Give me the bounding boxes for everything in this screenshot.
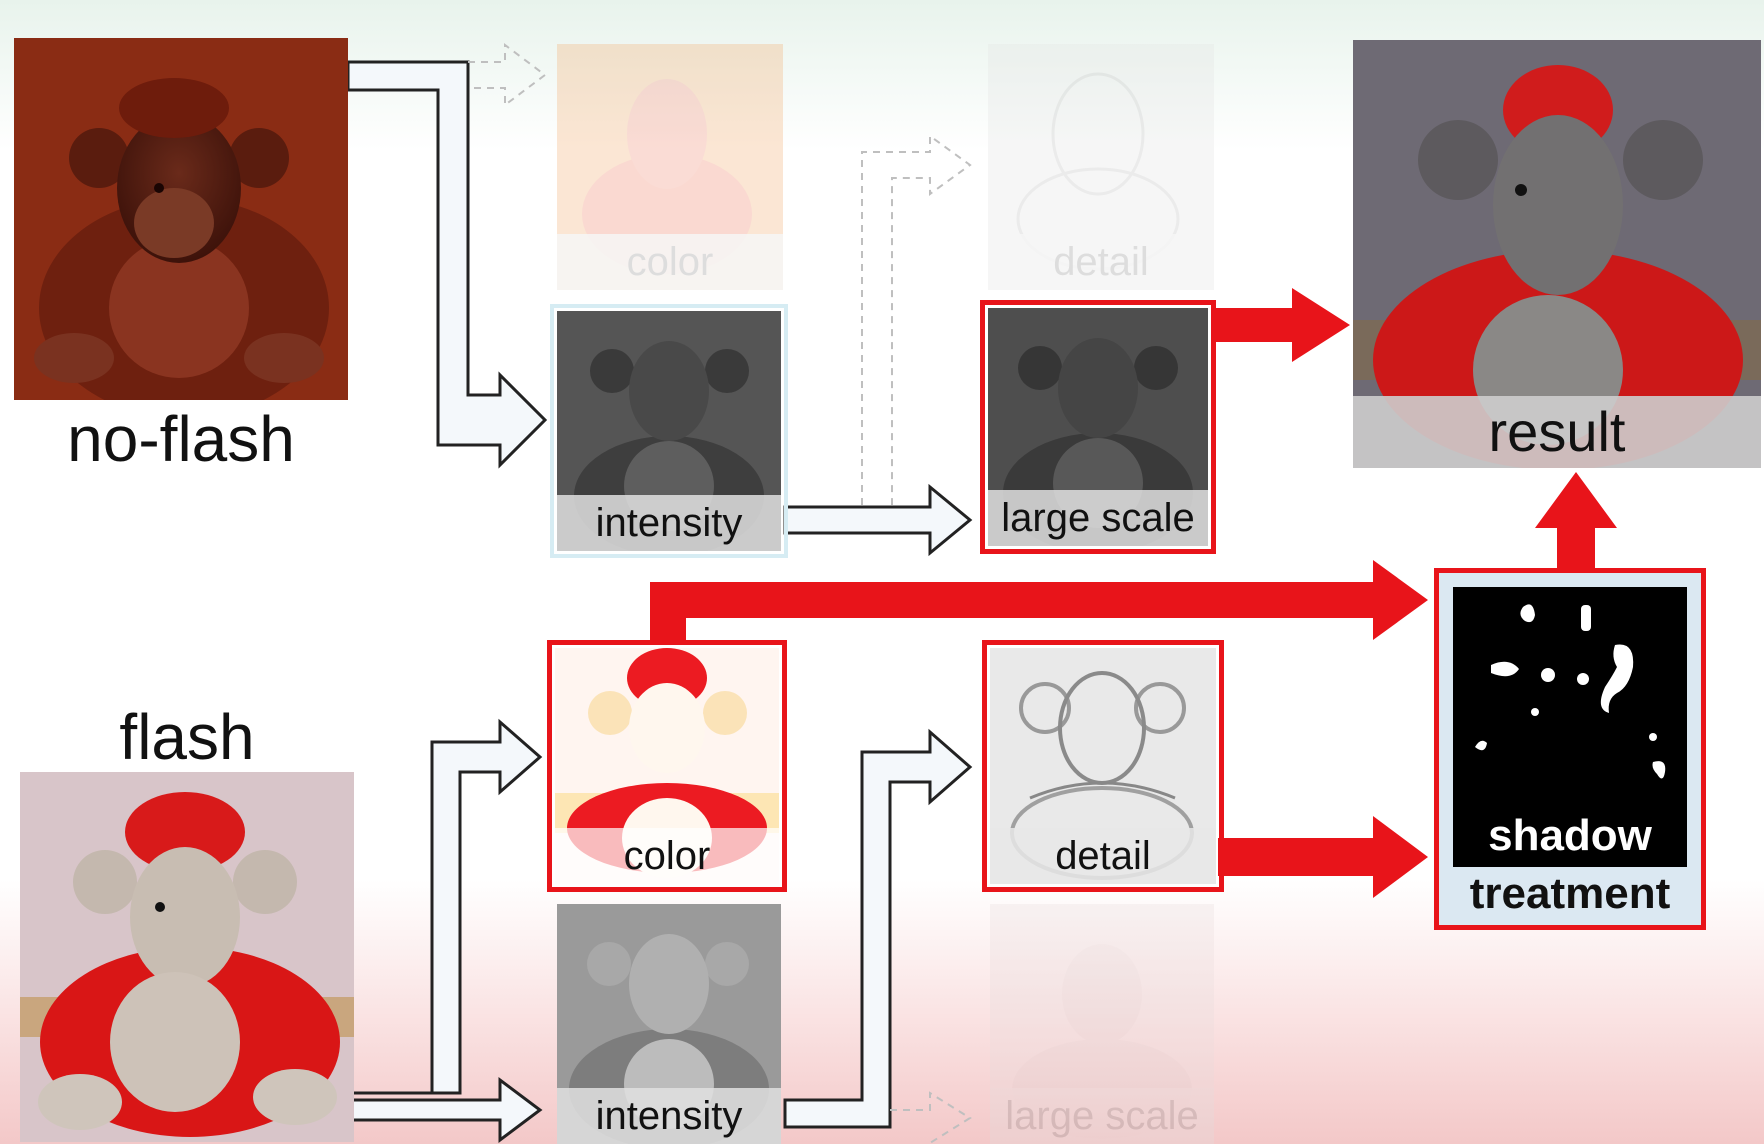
result-label: result [1353,396,1761,468]
bottom-detail-label: detail [990,828,1216,884]
no-flash-photo [14,38,348,400]
top-intensity-label: intensity [557,495,781,551]
arrow-intensity-to-largescale [783,483,973,557]
top-detail-label: detail [988,234,1214,290]
top-intensity-panel: intensity [550,304,788,558]
top-color-label: color [557,234,783,290]
dashed-arrow-intensity-to-detail [861,134,972,505]
result-panel: result [1353,40,1761,468]
treatment-label: treatment [1469,869,1671,918]
arrow-flash-to-color [352,718,543,1095]
bottom-largescale-label: large scale [990,1088,1214,1144]
shadow-label: shadow [1488,811,1652,860]
arrow-color-to-shadow [650,560,1428,640]
arrow-noflash-to-intensity [346,60,548,469]
toy-monkey-image [988,44,1214,290]
top-color-panel: color [557,44,783,290]
shadow-treatment-box: shadow treatment [1434,568,1706,930]
top-largescale-panel: large scale [980,300,1216,554]
dashed-arrow-noflash-to-color [468,43,547,107]
no-flash-label: no-flash [67,403,295,475]
shadow-mask-blobs [1475,604,1666,779]
arrow-detail-to-shadow [1218,816,1428,898]
toy-monkey-image [990,904,1214,1144]
arrow-largescale-to-result [1213,288,1350,362]
arrow-intensity-to-detail [783,728,973,1129]
toy-monkey-image [557,44,783,290]
toy-monkey-image [14,38,348,400]
bottom-color-label: color [555,828,779,884]
bottom-intensity-panel: intensity [557,904,781,1144]
dashed-arrow-intensity-to-largescale [890,1091,972,1144]
toy-monkey-image [20,772,354,1142]
flash-photo [20,772,354,1142]
bottom-detail-panel: detail [982,640,1224,892]
shadow-mask-image: shadow [1453,587,1687,867]
bottom-intensity-label: intensity [557,1088,781,1144]
bottom-color-panel: color [547,640,787,892]
arrow-flash-to-intensity [350,1077,543,1143]
arrow-shadow-to-result [1535,472,1617,578]
top-largescale-label: large scale [988,490,1208,546]
bottom-largescale-panel: large scale [990,904,1214,1144]
top-detail-panel: detail [988,44,1214,290]
flash-label: flash [119,701,255,773]
